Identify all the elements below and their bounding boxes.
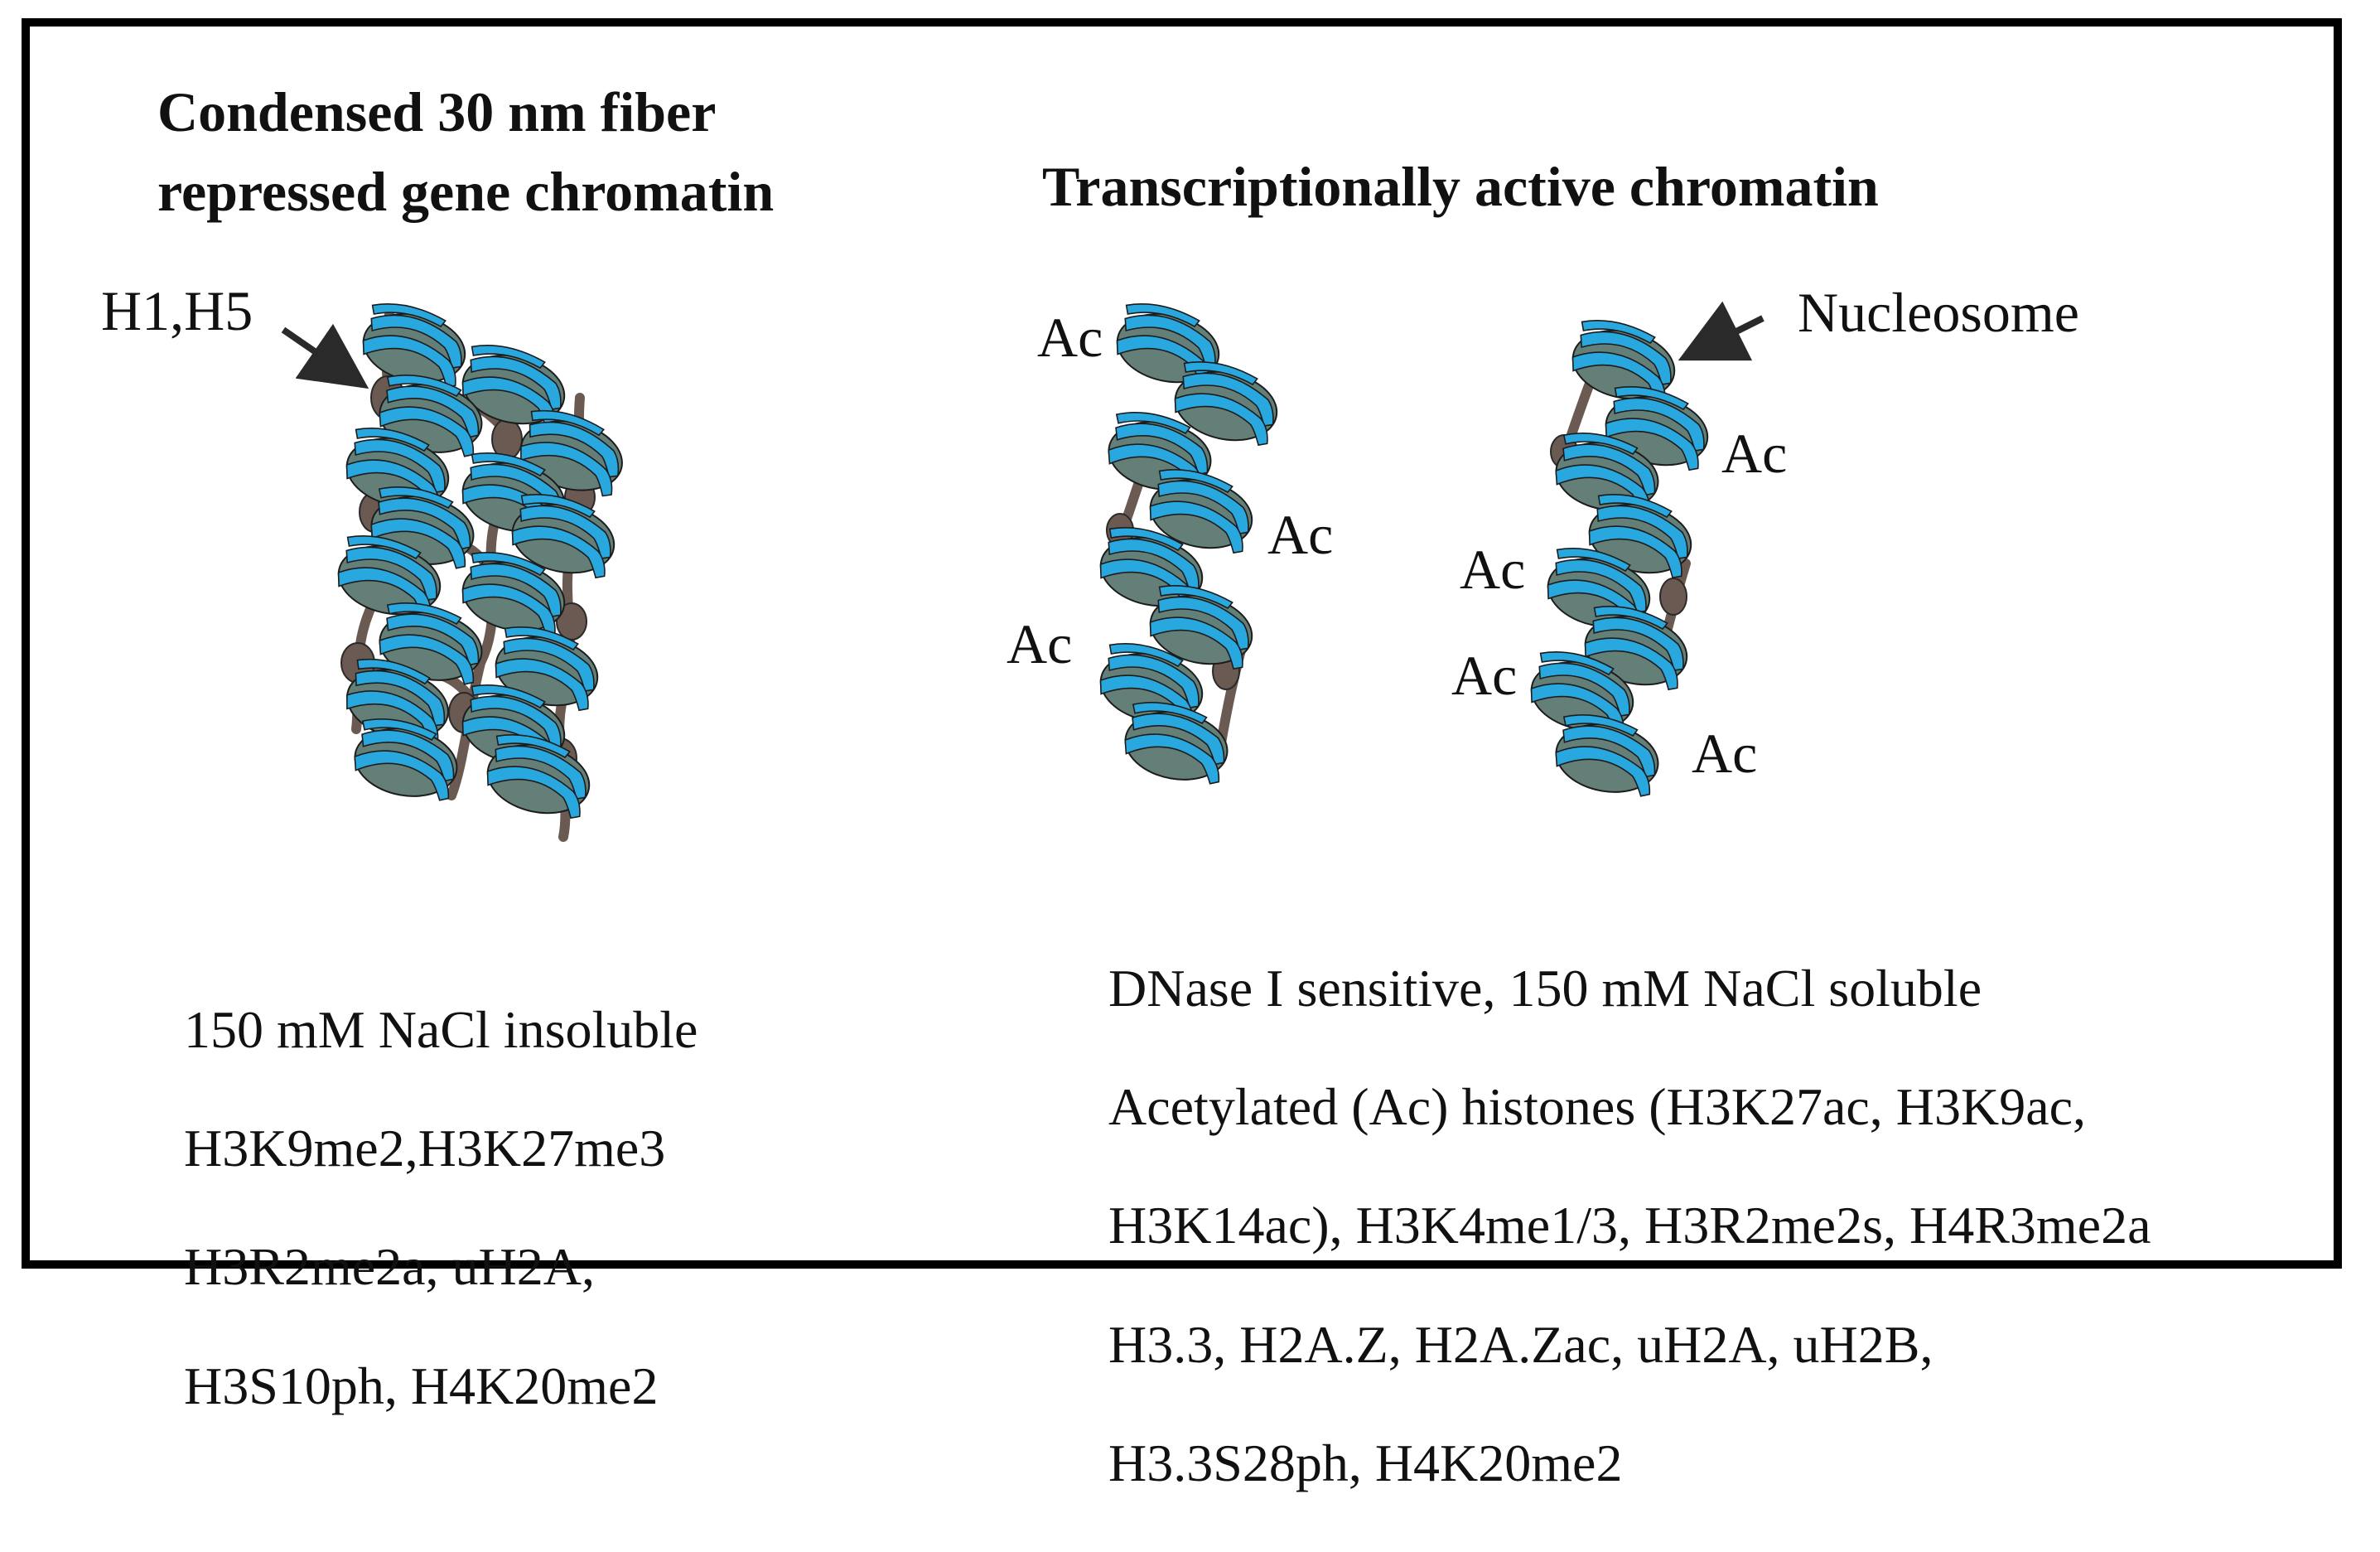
active-fiber-b — [1524, 314, 1716, 801]
ac-label-6: Ac — [1451, 644, 1518, 707]
left-property-line: 150 mM NaCl insoluble — [184, 999, 698, 1059]
nucleosome-arrow — [1678, 301, 1764, 361]
right-property-line: DNase I sensitive, 150 mM NaCl soluble — [1108, 958, 1982, 1018]
ac-label-4: Ac — [1721, 422, 1788, 485]
linker-histone-label: H1,H5 — [101, 279, 253, 342]
left-title-line2: repressed gene chromatin — [157, 160, 775, 223]
left-property-line: H3S10ph, H4K20me2 — [184, 1356, 659, 1415]
right-property-line: H3.3S28ph, H4K20me2 — [1108, 1434, 1623, 1493]
right-property-line: H3.3, H2A.Z, H2A.Zac, uH2A, uH2B, — [1108, 1314, 1933, 1374]
right-title: Transcriptionally active chromatin — [1042, 155, 1879, 218]
ac-label-5: Ac — [1460, 538, 1526, 601]
ac-label-1: Ac — [1037, 306, 1103, 369]
nucleosome-cores — [331, 297, 632, 824]
right-property-line: H3K14ac), H3K4me1/3, H3R2me2s, H4R3me2a — [1108, 1196, 2151, 1255]
left-property-line: H3K9me2,H3K27me3 — [184, 1119, 666, 1178]
ac-label-2: Ac — [1267, 503, 1334, 566]
active-fiber-a — [1093, 297, 1286, 789]
condensed-fiber — [331, 297, 632, 842]
ac-label-3: Ac — [1007, 612, 1073, 675]
ac-label-7: Ac — [1692, 722, 1758, 785]
figure-frame — [22, 18, 2342, 1269]
right-property-line: Acetylated (Ac) histones (H3K27ac, H3K9a… — [1108, 1077, 2087, 1137]
linker-histone-arrow — [281, 323, 369, 389]
left-property-line: H3R2me2a, uH2A, — [184, 1237, 595, 1297]
left-title-line1: Condensed 30 nm fiber — [157, 80, 717, 143]
chromatin-diagram — [281, 297, 1764, 842]
nucleosome-label: Nucleosome — [1798, 281, 2079, 344]
